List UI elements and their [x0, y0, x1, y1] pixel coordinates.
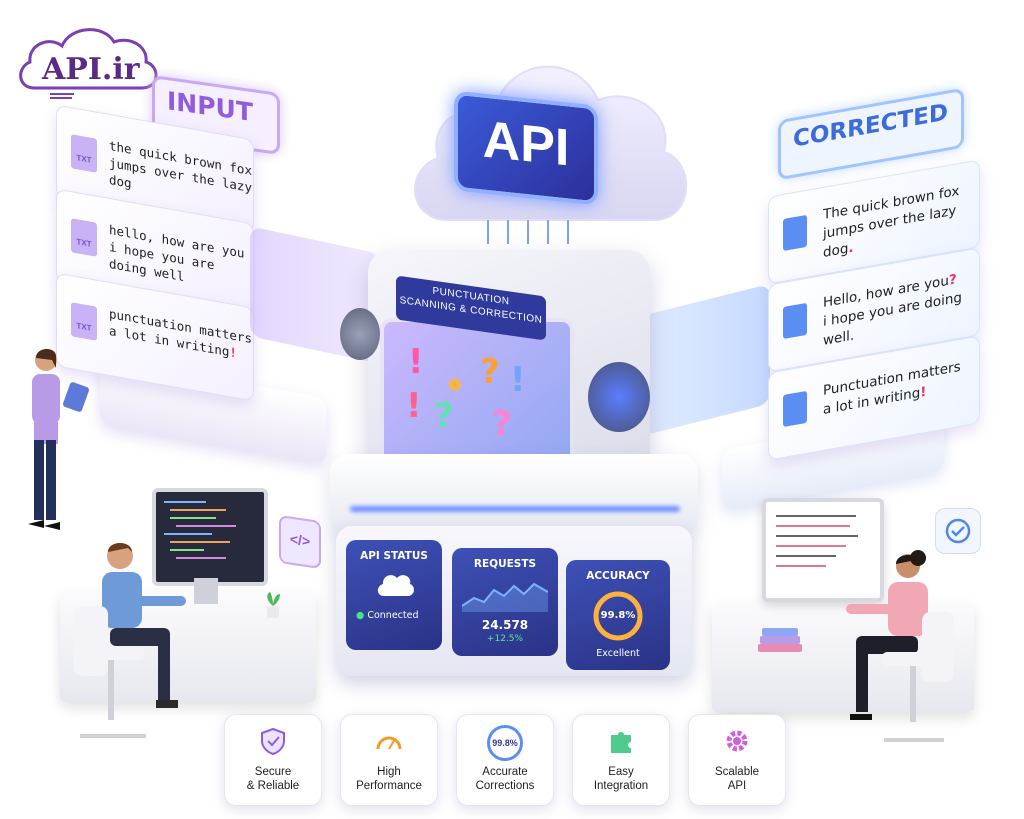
feature-line: & Reliable: [246, 780, 300, 792]
feature-line: High: [377, 766, 401, 778]
txt-file-icon: TXT: [71, 134, 97, 173]
status-dot-icon: ●: [356, 610, 365, 621]
exclamation-symbol: !: [510, 360, 526, 400]
txt-file-icon: TXT: [71, 218, 97, 257]
punctuation-mark: !: [920, 383, 927, 401]
feature-line: Performance: [356, 780, 422, 792]
punctuation-mark: !: [229, 344, 237, 361]
logo-text: API.ir: [42, 52, 140, 87]
scanning-chamber: ! • ? ! ? ? !: [380, 318, 574, 468]
shield-check-icon: [261, 727, 285, 755]
left-monitor: [152, 488, 268, 586]
machine-base: [330, 454, 698, 536]
monitor-stand: [194, 578, 218, 604]
gear-icon: [726, 730, 748, 752]
cloud-logo-icon: [19, 28, 158, 99]
panel-title: REQUESTS: [473, 558, 537, 570]
code-editor-screen: [164, 501, 236, 559]
accuracy-rating: Excellent: [596, 648, 640, 659]
code-badge: </>: [279, 515, 321, 569]
check-badge: [935, 508, 981, 554]
feature-line: API: [727, 780, 747, 792]
puzzle-icon: [611, 732, 631, 753]
right-port: [588, 362, 650, 432]
feature-line: Secure: [254, 766, 292, 778]
question-symbol: ?: [492, 404, 512, 444]
cloud-status-icon: [377, 575, 414, 596]
api-status-panel: API STATUS ● Connected: [346, 540, 442, 650]
person-illustration: [846, 550, 954, 742]
punctuation-mark: ?: [948, 271, 957, 289]
person-illustration: [28, 349, 89, 530]
person-illustration: [74, 543, 186, 738]
output-data-beam: [640, 283, 770, 437]
question-symbol: ?: [434, 396, 454, 436]
status-text: Connected: [367, 610, 419, 621]
requests-value: 24.578: [481, 618, 529, 632]
requests-change: +12.5%: [486, 634, 524, 644]
requests-sparkline: [462, 582, 548, 612]
accuracy-gauge: [593, 591, 643, 641]
accuracy-value: 99.8%: [600, 610, 636, 621]
base-glow: [350, 506, 680, 512]
feature-line: Scalable: [714, 766, 760, 778]
woman-at-desk: [826, 548, 956, 748]
exclamation-symbol: !: [408, 342, 424, 382]
exclamation-symbol: !: [406, 386, 422, 426]
feature-line: Accurate: [482, 766, 528, 778]
api-cloud-label: API: [454, 90, 598, 206]
txt-file-icon: TXT: [71, 302, 97, 341]
percent-badge-icon: 99.8%: [487, 725, 523, 761]
document-editor-screen: [776, 515, 858, 567]
panel-title: API STATUS: [360, 550, 428, 562]
document-icon: [783, 214, 807, 252]
feature-card: Secure & Reliable: [224, 714, 322, 806]
woman-with-tablet: [14, 344, 94, 544]
books-stack: [756, 628, 804, 654]
speedometer-icon: [376, 736, 402, 750]
punctuation-mark: .: [848, 239, 854, 257]
feature-line: Corrections: [475, 780, 535, 792]
left-port: [340, 308, 380, 360]
plant-icon: [264, 590, 282, 618]
document-icon: [783, 302, 807, 340]
status-indicator: ● Connected: [356, 610, 418, 621]
feature-line: Easy: [608, 766, 634, 778]
man-at-desk: [70, 536, 200, 746]
check-circle-icon: [945, 518, 971, 544]
feature-line: Integration: [593, 780, 649, 792]
dot-symbol: •: [444, 366, 466, 406]
requests-panel: REQUESTS 24.578 +12.5%: [452, 548, 558, 656]
brand-logo: API.ir: [14, 18, 164, 102]
panel-title: ACCURACY: [586, 570, 650, 582]
right-monitor: [762, 498, 884, 602]
accuracy-panel: ACCURACY 99.8% Excellent: [566, 560, 670, 670]
document-icon: [783, 390, 807, 428]
question-symbol: ?: [480, 352, 500, 392]
